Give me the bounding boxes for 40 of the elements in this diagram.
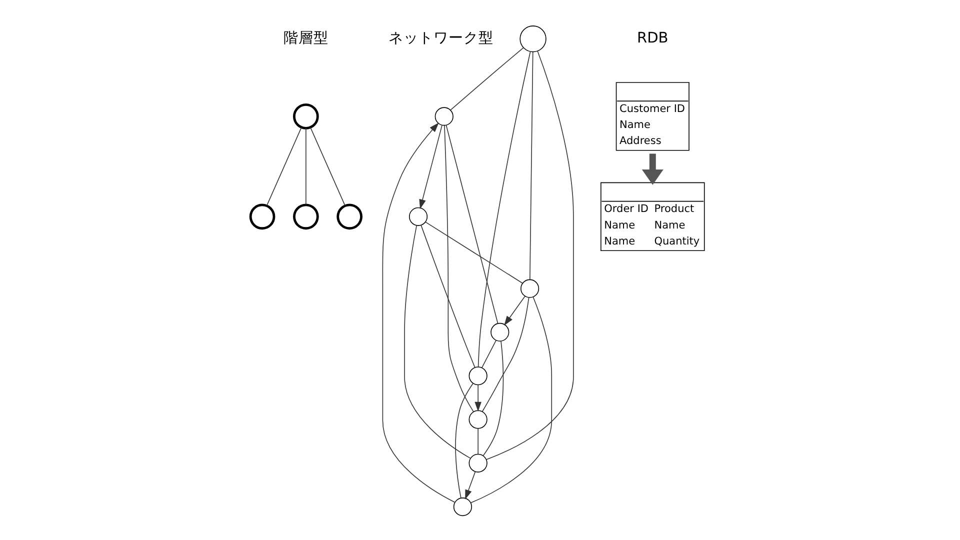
- connector: [482, 340, 504, 456]
- connector: [477, 51, 530, 368]
- connector: [454, 382, 474, 498]
- connector: [450, 47, 524, 110]
- arrow: [382, 122, 455, 503]
- arrow: [641, 154, 663, 185]
- connector: [266, 127, 302, 206]
- connector: [481, 297, 529, 412]
- connector: [486, 50, 574, 460]
- node-circle: [468, 410, 487, 429]
- node-circle: [468, 366, 487, 386]
- connector: [470, 296, 552, 504]
- node-circle: [468, 454, 487, 472]
- connector: [445, 124, 498, 324]
- node-circle: [519, 26, 546, 52]
- node-circle: [292, 104, 318, 130]
- node-circle: [434, 107, 453, 126]
- label: RDB: [636, 30, 668, 46]
- node-circle: [408, 207, 428, 226]
- connector: [305, 128, 306, 206]
- connector: [529, 52, 533, 280]
- arrow: [504, 296, 525, 326]
- connector: [420, 224, 475, 368]
- label: ネットワーク型: [388, 30, 493, 46]
- arrow: [474, 384, 481, 412]
- arrow: [418, 124, 442, 210]
- node-circle: [336, 204, 362, 230]
- connector: [310, 127, 345, 206]
- node-circle: [520, 279, 539, 298]
- connector: [404, 225, 470, 459]
- connector: [424, 222, 522, 284]
- connector: [481, 340, 496, 368]
- connector: [444, 125, 474, 412]
- node-circle: [292, 204, 318, 230]
- connector: [477, 428, 478, 454]
- arrow: [464, 471, 476, 500]
- node-circle: [248, 204, 275, 230]
- label: 階層型: [282, 30, 328, 46]
- node-circle: [452, 498, 472, 516]
- node-circle: [490, 322, 509, 342]
